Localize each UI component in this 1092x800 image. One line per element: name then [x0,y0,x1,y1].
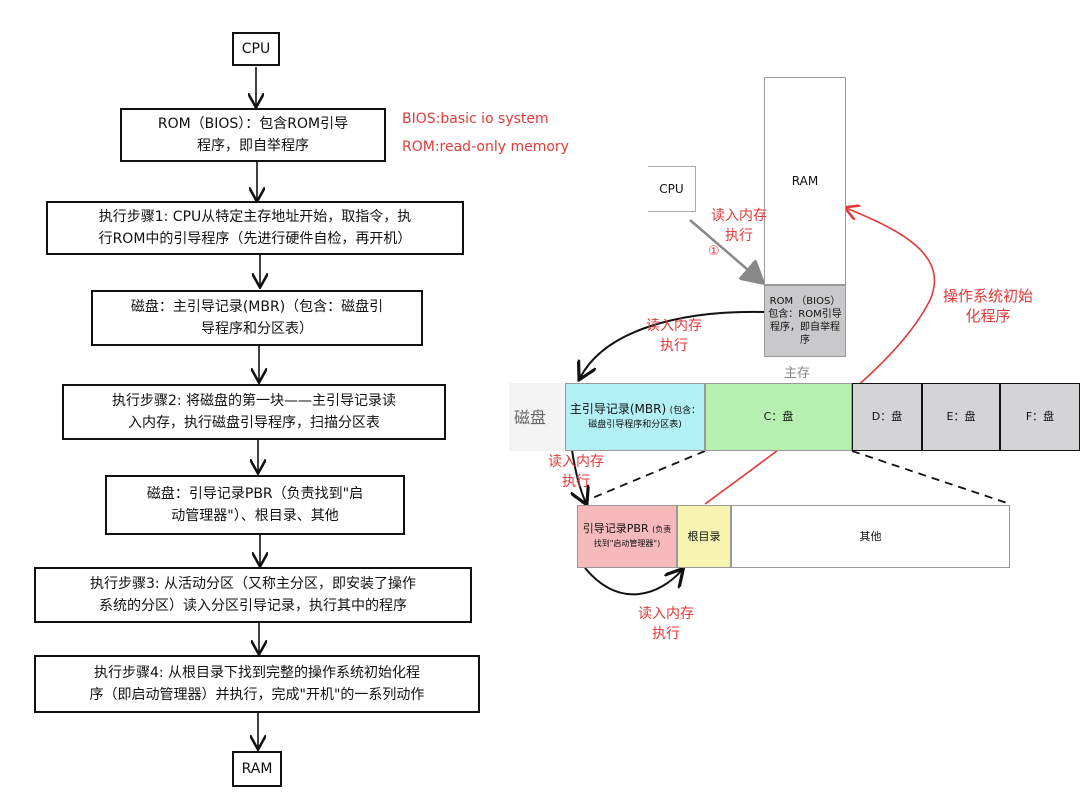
rom-block: ROM （BIOS） 包含：ROM引导 程序，即自举程 序 [764,285,846,357]
mbr-segment-title: 主引导记录(MBR) [569,402,667,416]
mbr-box: 磁盘：主引导记录(MBR)（包含：磁盘引 导程序和分区表） [91,290,423,346]
other-segment: 其他 [731,505,1010,568]
ram-block: RAM [764,77,846,285]
pbr-to-root-arrow [584,568,682,596]
read-exec-3-line-1: 读入内存 [548,454,604,470]
rom-box: ROM（BIOS）：包含ROM引导 程序，即自举程序 [120,108,386,162]
step1-box: 执行步骤1: CPU从特定主存地址开始，取指令，执 行ROM中的引导程序（先进行… [46,201,464,255]
pbr-segment-line-2: 找到"启动管理器") [593,539,661,548]
flow-arrows [256,67,260,748]
read-exec-1-line-1: 读入内存 [711,208,767,224]
rom-note: ROM:read-only memory [402,139,569,155]
rom-block-line-3: 程序，即自举程 [770,322,840,333]
mbr-segment: 主引导记录(MBR) (包含： 磁盘引导程序和分区表) [565,383,705,451]
ram-label: RAM [241,761,273,777]
read-exec-label-3: 读入内存 执行 [536,452,616,492]
os-init-line-1: 操作系统初始 [942,287,1033,305]
f-drive-segment: F：盘 [1000,383,1080,451]
step2-line-1: 执行步骤2: 将磁盘的第一块——主引导记录读 [111,393,397,409]
c-drive-label: C：盘 [763,410,794,423]
mbr-line-2: 导程序和分区表） [201,321,313,337]
ram-box: RAM [232,751,282,787]
diagram-cpu-label: CPU [659,182,684,196]
root-dir-label: 根目录 [687,529,721,543]
pbr-segment-title: 引导记录PBR [582,522,649,535]
e-drive-segment: E：盘 [922,383,1000,451]
read-exec-4-line-2: 执行 [652,626,680,642]
pbr-box: 磁盘：引导记录PBR（负责找到"启 动管理器"）、根目录、其他 [105,475,405,535]
read-exec-2-line-1: 读入内存 [646,318,702,334]
read-exec-label-4: 读入内存 执行 [626,604,706,644]
cpu-label: CPU [241,41,271,57]
mbr-segment-note: (包含： [669,406,701,416]
os-init-label: 操作系统初始 化程序 [938,286,1038,326]
step4-line-2: 序（即启动管理器）并执行，完成"开机"的一系列动作 [89,687,425,703]
mbr-to-pbr-arrow [572,449,586,503]
read-exec-3-line-2: 执行 [562,474,590,490]
diagram-cpu: CPU [648,166,696,212]
rom-line-2: 程序，即自举程序 [197,138,309,154]
read-exec-4-line-1: 读入内存 [638,606,694,622]
e-drive-label: E：盘 [946,410,976,423]
rom-line-1: ROM（BIOS）：包含ROM引导 [157,116,349,132]
cpu-box: CPU [232,32,280,66]
f-drive-label: F：盘 [1025,410,1055,423]
os-init-line-2: 化程序 [965,307,1011,325]
step1-line-1: 执行步骤1: CPU从特定主存地址开始，取指令，执 [98,209,412,225]
pbr-line-2: 动管理器"）、根目录、其他 [171,508,339,524]
step2-box: 执行步骤2: 将磁盘的第一块——主引导记录读 入内存，执行磁盘引导程序，扫描分区… [62,384,446,440]
rom-block-line-1: ROM （BIOS） [769,296,841,307]
zoom-line-left [577,450,706,505]
other-label: 其他 [859,529,882,543]
main-memory-label: 主存 [784,366,811,381]
step2-line-2: 入内存，执行磁盘引导程序，扫描分区表 [128,415,380,431]
step3-line-1: 执行步骤3: 从活动分区（又称主分区，即安装了操作 [89,576,417,592]
read-exec-label-2: 读入内存 执行 [634,316,714,356]
read-exec-1-line-2: 执行 [725,228,753,244]
mbr-line-1: 磁盘：主引导记录(MBR)（包含：磁盘引 [130,299,384,315]
rom-to-mbr-arrow [580,310,766,378]
read-exec-2-line-2: 执行 [660,338,688,354]
cpu-to-rom-arrow [689,219,762,282]
d-drive-segment: D：盘 [852,383,922,451]
step-one-circle: ① [708,244,720,259]
rom-block-line-4: 序 [800,335,810,346]
d-drive-label: D：盘 [871,410,903,423]
step4-box: 执行步骤4: 从根目录下找到完整的操作系统初始化程 序（即启动管理器）并执行，完… [34,655,480,713]
read-exec-label-1: 读入内存 执行 [704,206,774,246]
root-dir-segment: 根目录 [677,505,731,568]
step3-line-2: 系统的分区）读入分区引导记录，执行其中的程序 [99,598,407,614]
zoom-line-right [851,450,1011,505]
step1-line-2: 行ROM中的引导程序（先进行硬件自检，再开机） [98,231,412,247]
rom-block-line-2: 包含：ROM引导 [768,309,842,320]
pbr-segment: 引导记录PBR (负责 找到"启动管理器") [577,505,677,568]
disk-label: 磁盘 [514,408,547,427]
mbr-segment-line-2: 磁盘引导程序和分区表) [588,420,682,430]
pbr-line-1: 磁盘：引导记录PBR（负责找到"启 [146,486,364,502]
bios-note: BIOS:basic io system [402,111,549,127]
pbr-segment-note: (负责 [652,525,672,534]
ram-block-label: RAM [791,174,819,188]
c-drive-segment: C：盘 [705,383,852,451]
step3-box: 执行步骤3: 从活动分区（又称主分区，即安装了操作 系统的分区）读入分区引导记录… [34,567,472,623]
step4-line-1: 执行步骤4: 从根目录下找到完整的操作系统初始化程 [93,665,421,681]
